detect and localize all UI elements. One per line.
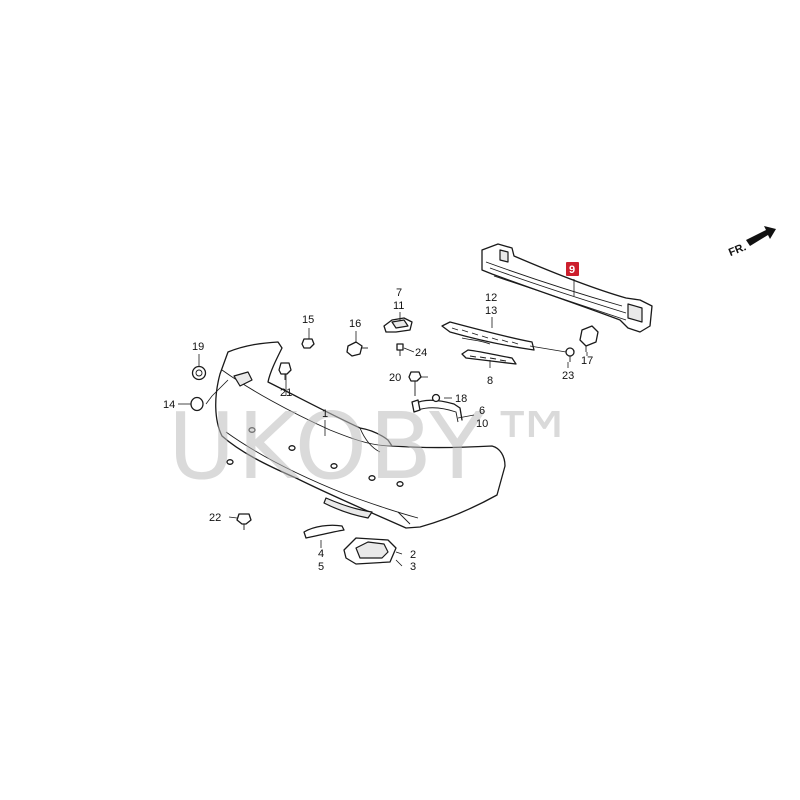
callout-9: 9 [569,264,575,276]
callout-9-highlight-box [566,262,579,276]
callout-18: 18 [455,393,467,405]
reflector-4-5 [303,524,345,539]
callout-14: 14 [163,399,175,411]
callout-13: 13 [485,305,497,317]
screw-24 [396,343,404,356]
grommet-19 [191,365,207,381]
leader-lines [178,279,588,567]
callout-11: 11 [393,300,404,312]
callout-numbers: 1 2 3 4 5 6 7 8 9 10 11 12 13 14 15 16 1… [163,262,593,573]
front-direction-label: FR. [727,241,748,259]
absorber-bracket [441,321,535,351]
bolt-17 [579,325,599,352]
callout-6: 6 [479,405,485,417]
callout-21: 21 [280,387,292,399]
callout-20: 20 [389,372,401,384]
bumper-beam [481,243,653,333]
callout-8: 8 [487,375,493,387]
callout-12: 12 [485,292,497,304]
callout-24: 24 [415,347,427,359]
callout-9-highlight: 9 [566,262,579,276]
clip-21 [278,362,292,380]
front-direction-arrow: FR. [727,226,776,259]
callout-15: 15 [302,314,314,326]
bracket-7-11 [383,317,413,333]
exhaust-finisher-2-3 [343,537,397,565]
bracket-8 [461,349,517,365]
callout-10: 10 [476,418,488,430]
harness-6-10 [411,393,463,423]
bolt-15 [301,338,315,349]
clip-22 [236,513,252,530]
watermark-text: UKOBY™ [168,393,581,500]
callout-19: 19 [192,341,204,353]
bolt-20 [408,371,422,396]
callout-7: 7 [396,287,402,299]
rear-bumper-face [215,341,506,529]
clip-16 [346,341,368,357]
bolt-23 [565,347,575,362]
callout-23: 23 [562,370,574,382]
callout-22: 22 [209,512,221,524]
callout-5: 5 [318,561,324,573]
callout-3: 3 [410,561,416,573]
callout-16: 16 [349,318,361,330]
callout-4: 4 [318,548,324,560]
callout-2: 2 [410,549,416,561]
callout-17: 17 [581,355,593,367]
callout-1: 1 [322,408,328,420]
